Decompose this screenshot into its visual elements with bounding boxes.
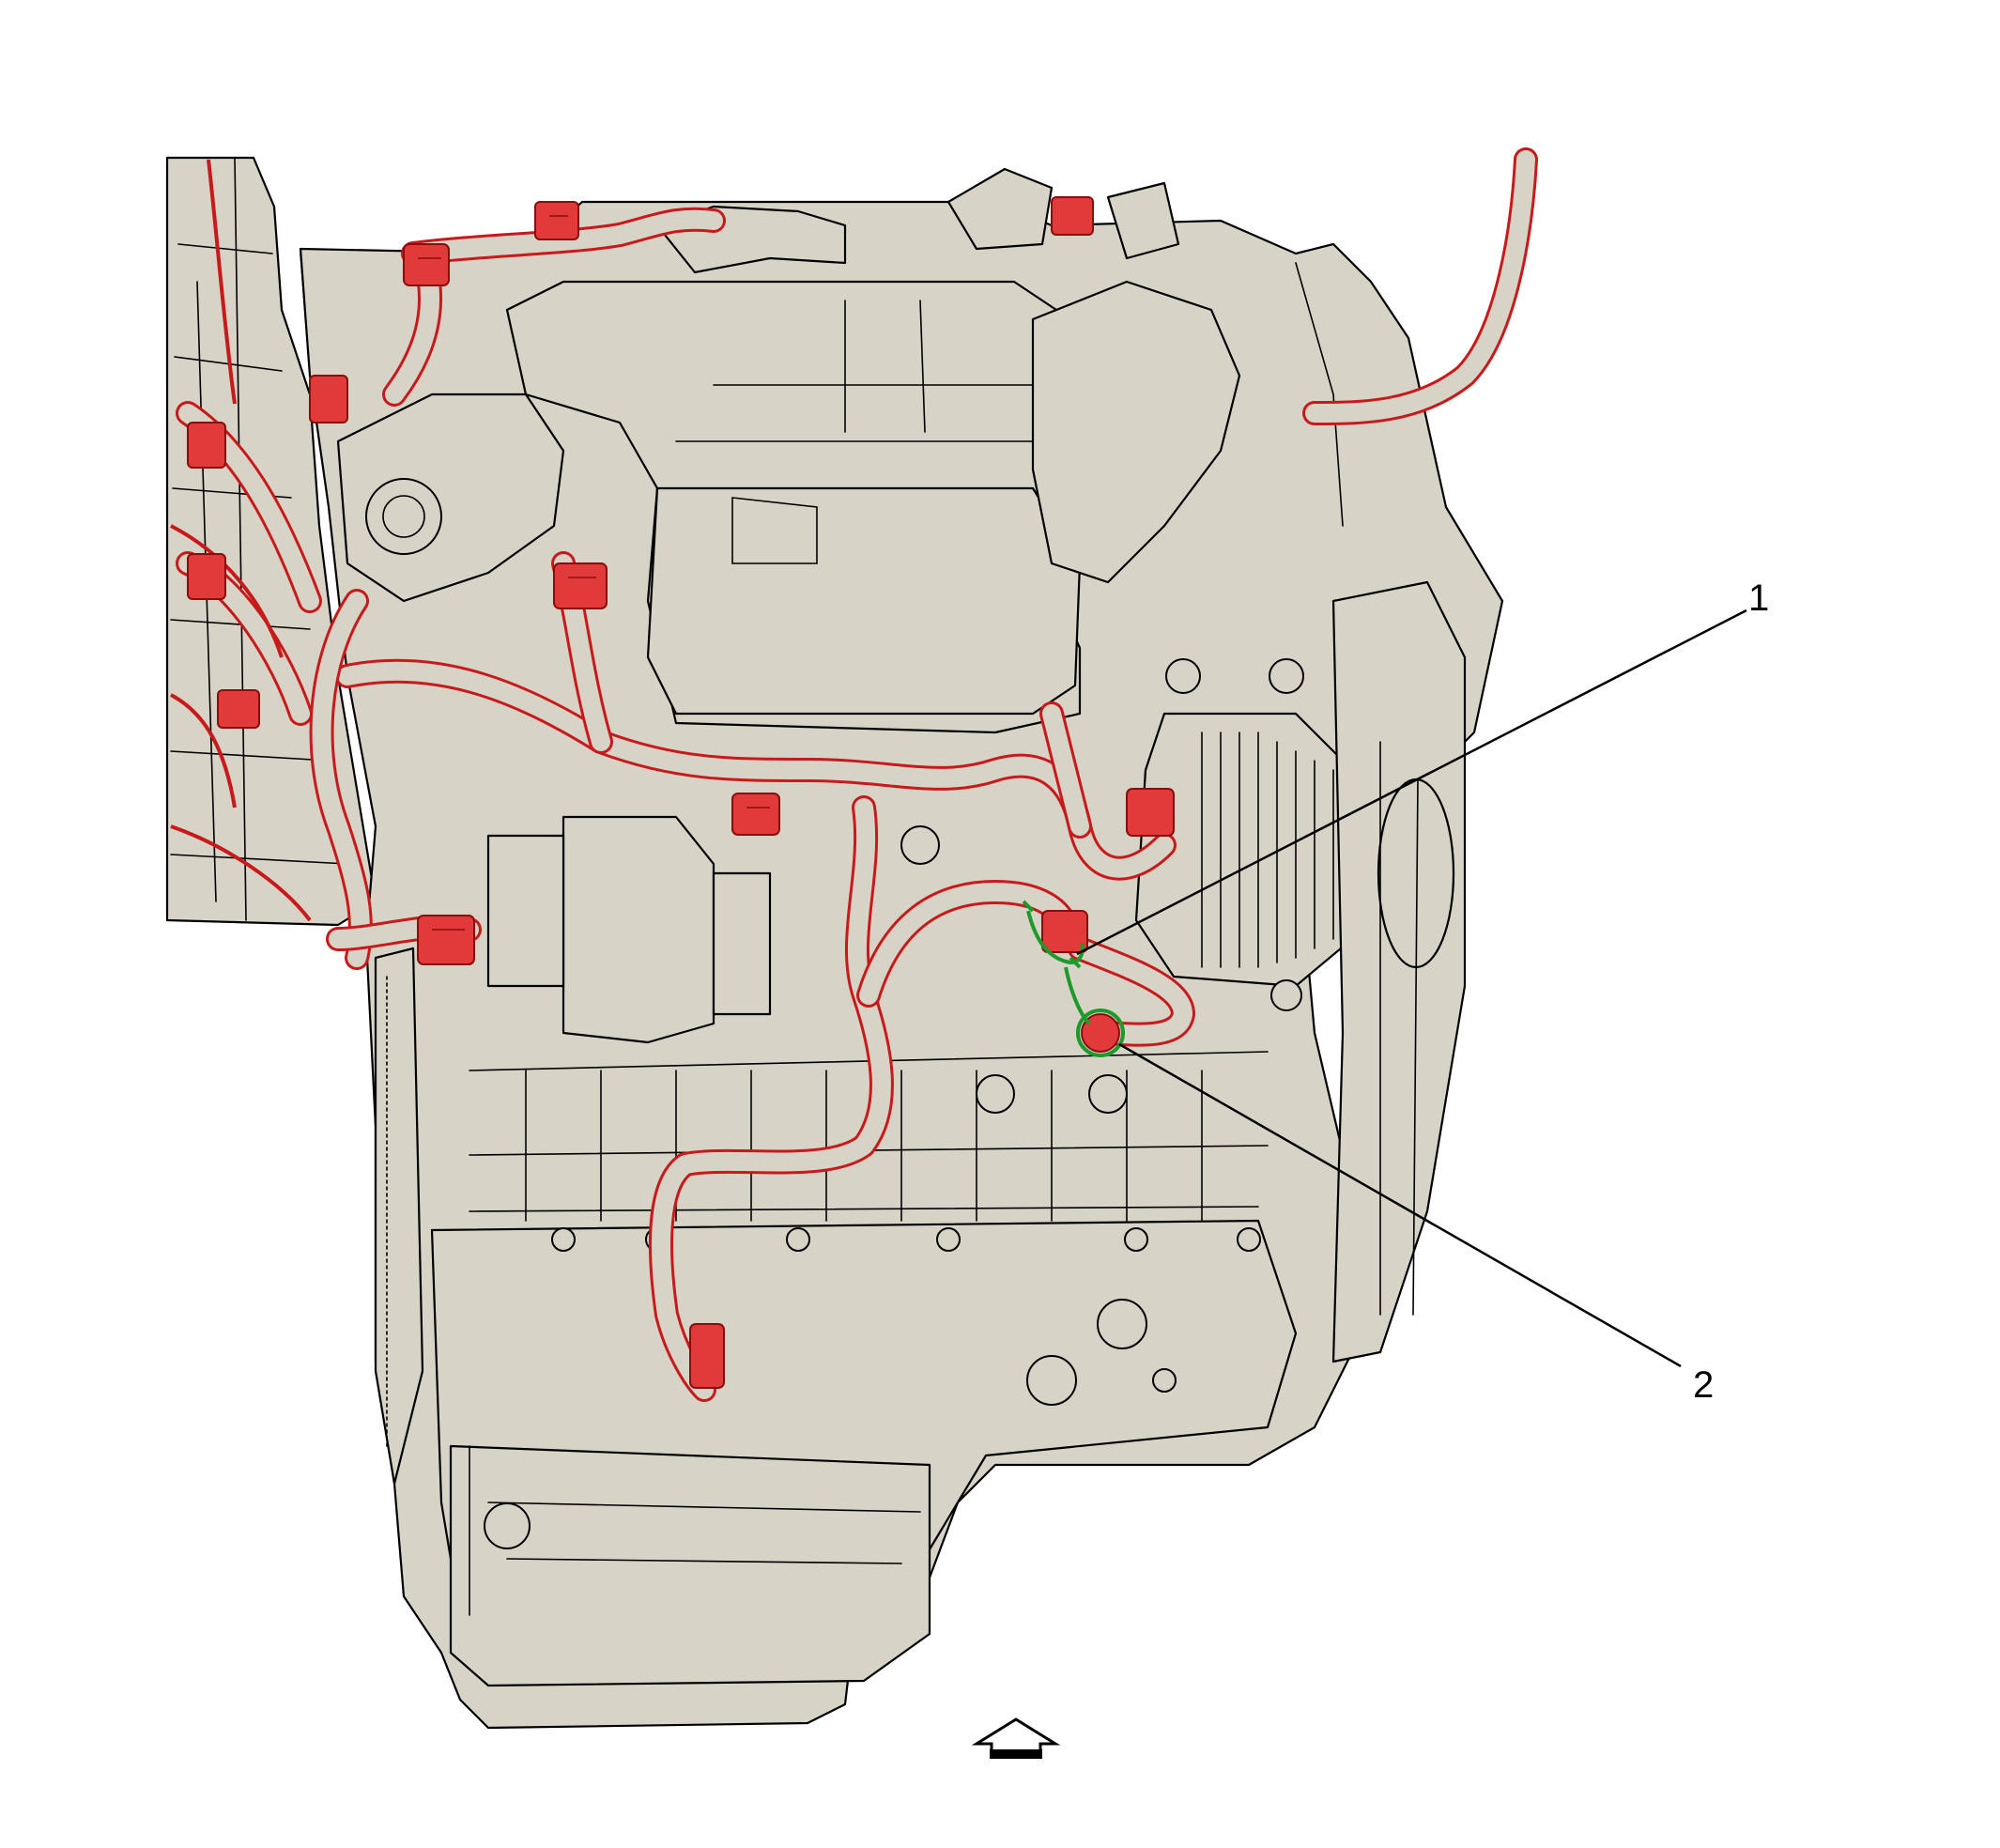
connector-icon [309, 375, 348, 424]
callout-2-label: 2 [1693, 1364, 1714, 1406]
callout-1-leader [1076, 608, 1747, 956]
connector-icon [553, 562, 608, 609]
knock-sensor-bolt-2 [1064, 966, 1125, 1057]
knock-sensor-connector-icon [689, 1323, 725, 1389]
connector-icon [534, 201, 579, 240]
connector-icon [403, 243, 450, 286]
callout-leaders [1076, 608, 1747, 1368]
connector-icon [731, 793, 780, 836]
connector-icon [1051, 196, 1094, 236]
connector-icon [187, 553, 226, 600]
callout-2-leader [1118, 1042, 1682, 1368]
front-view-arrow-icon [971, 1717, 1061, 1759]
bolts [484, 658, 1304, 1549]
connector-icon [1126, 788, 1175, 837]
callout-1-label: 1 [1748, 578, 1769, 619]
knock-sensor-1 [1022, 900, 1088, 969]
connectors [187, 196, 1175, 1389]
connector-icon [417, 915, 475, 965]
connector-icon [187, 422, 226, 469]
throttle-body-icon [365, 478, 442, 555]
connector-icon [217, 689, 260, 729]
